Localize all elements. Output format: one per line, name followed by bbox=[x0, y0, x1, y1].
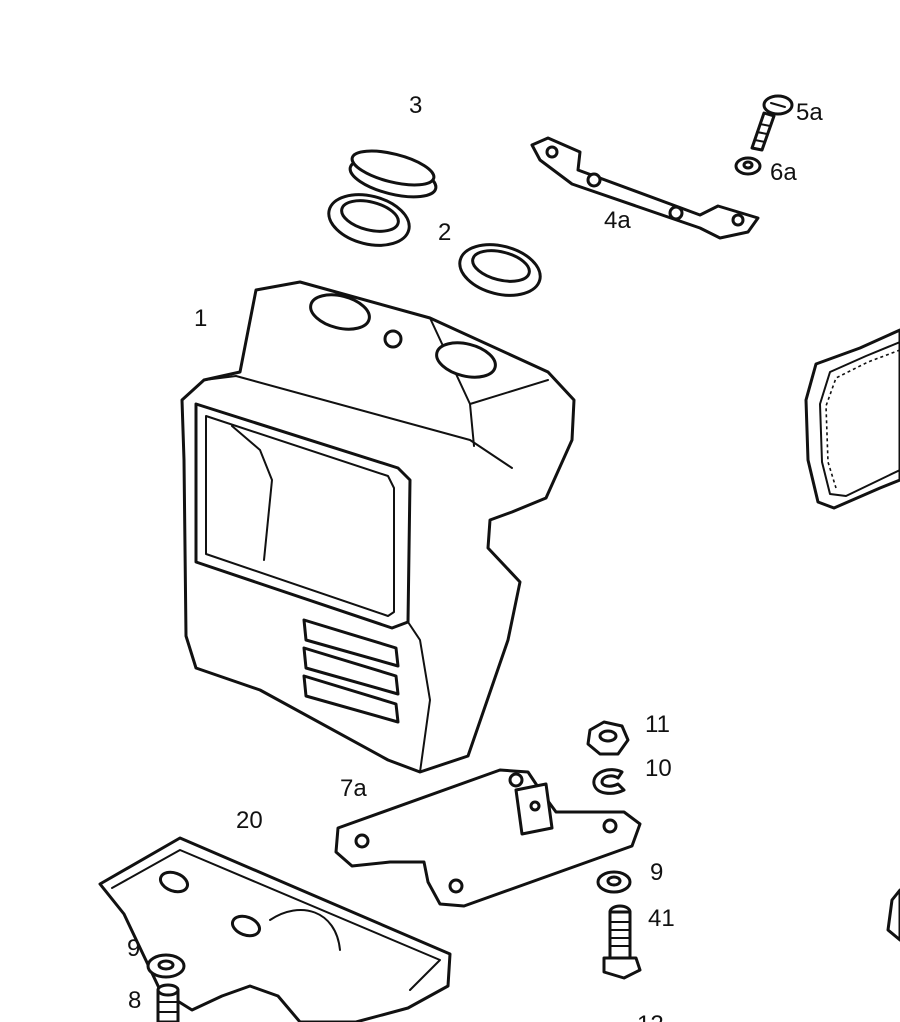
callout-9-left: 9 bbox=[127, 935, 140, 962]
callout-12: 12 bbox=[637, 1011, 664, 1022]
partial-seat-right bbox=[804, 328, 900, 510]
plate-part-7a bbox=[334, 768, 642, 908]
callout-2: 2 bbox=[438, 219, 451, 246]
callout-3: 3 bbox=[409, 92, 422, 119]
callout-9-right: 9 bbox=[650, 859, 663, 886]
callout-4a: 4a bbox=[604, 207, 631, 234]
callout-1: 1 bbox=[194, 305, 207, 332]
nut-part-11 bbox=[586, 720, 630, 756]
washer-part-9-left bbox=[146, 953, 186, 979]
callout-6a: 6a bbox=[770, 159, 797, 186]
partial-part-bottom-right bbox=[886, 888, 900, 942]
bracket-part-4a bbox=[530, 136, 760, 240]
bolt-part-41 bbox=[602, 904, 642, 980]
washer-part-6a bbox=[734, 156, 762, 176]
clip-part-10 bbox=[592, 768, 626, 795]
callout-20: 20 bbox=[236, 807, 263, 834]
bolt-part-8 bbox=[156, 983, 180, 1022]
callout-8: 8 bbox=[128, 987, 141, 1014]
callout-5a: 5a bbox=[796, 99, 823, 126]
cap-part-3 bbox=[348, 149, 438, 199]
grommet-part-2-right bbox=[458, 243, 542, 297]
callout-41: 41 bbox=[648, 905, 675, 932]
callout-10: 10 bbox=[645, 755, 672, 782]
grommet-part-2-left bbox=[327, 193, 411, 247]
housing-part-1 bbox=[180, 280, 576, 774]
callout-7a: 7a bbox=[340, 775, 367, 802]
screw-part-5a bbox=[750, 94, 794, 152]
washer-part-9-right bbox=[596, 870, 632, 894]
callout-11: 11 bbox=[645, 711, 670, 738]
tray-part-20 bbox=[98, 836, 452, 1022]
